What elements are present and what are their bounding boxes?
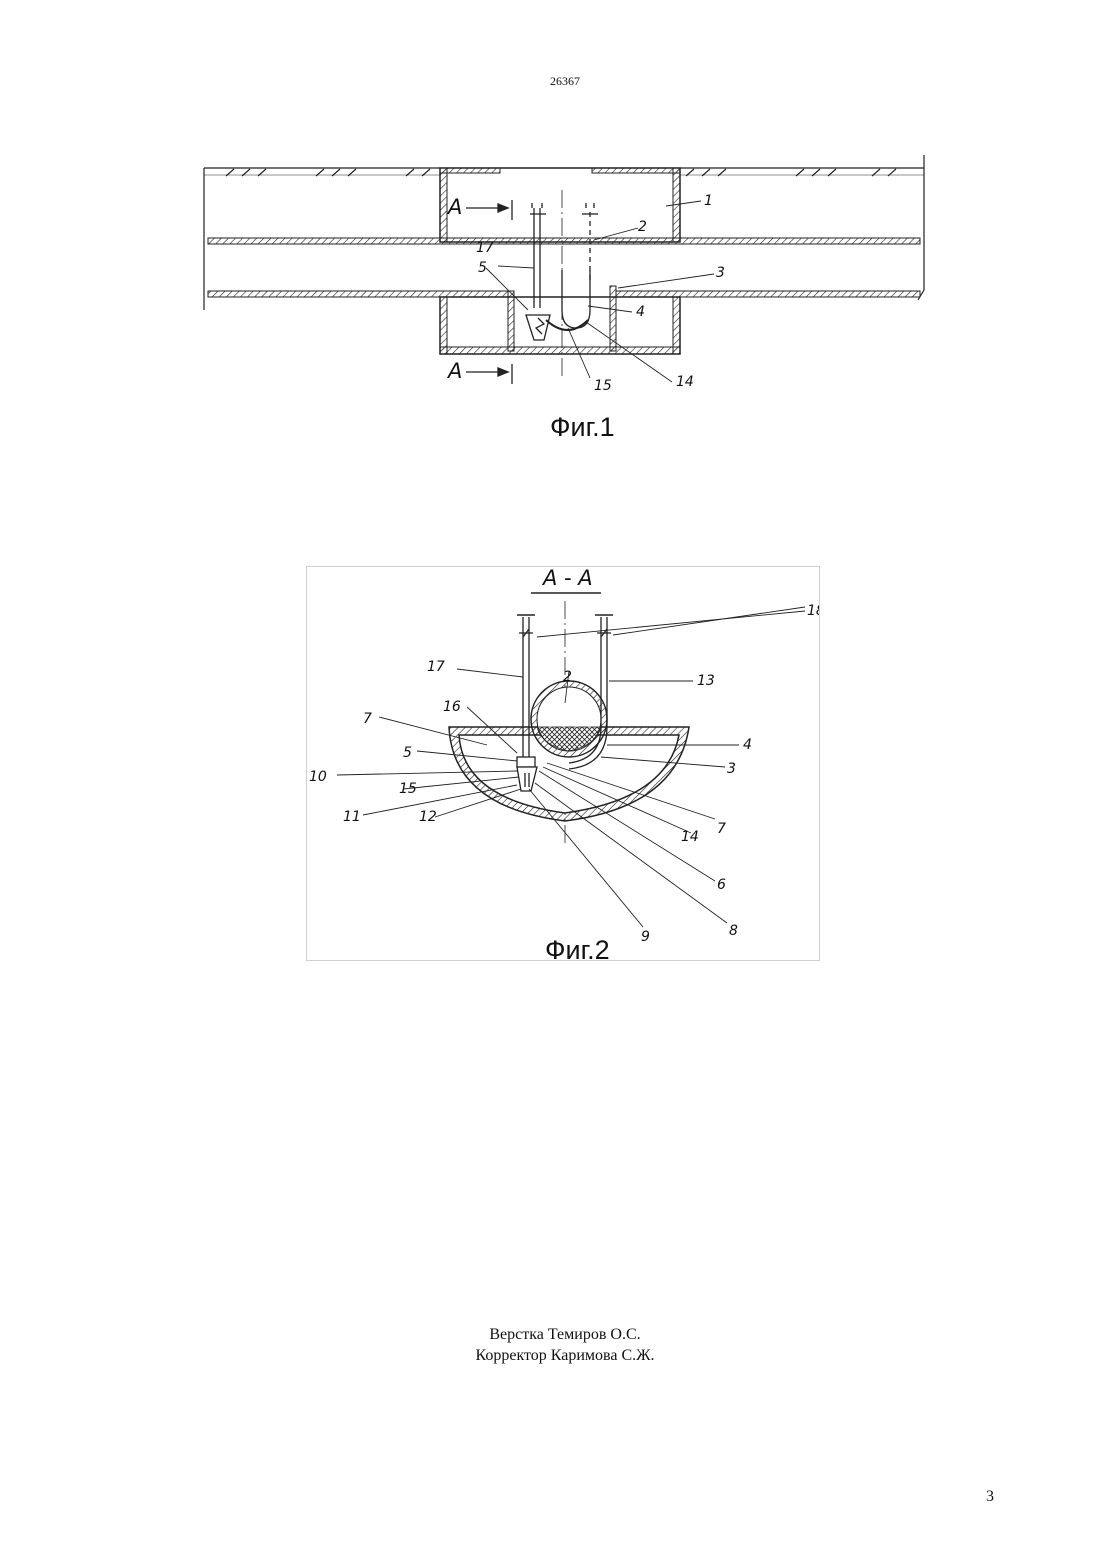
proofreader-credit: Корректор Каримова С.Ж. [0,1345,1100,1366]
label-5-sec: 5 [403,745,412,761]
section-marker-top: A [446,195,462,219]
section-title: A - A [541,567,593,590]
label-4: 4 [636,304,645,320]
credits-block: Верстка Темиров О.С. Корректор Каримова … [0,1324,1100,1366]
label-6: 6 [717,877,726,893]
label-2-sec: 2 [563,669,572,685]
label-14: 14 [676,374,694,390]
layout-credit: Верстка Темиров О.С. [0,1324,1100,1345]
label-3-sec: 3 [727,761,736,777]
label-3: 3 [716,265,725,281]
label-9: 9 [641,929,650,945]
section-marker-bottom: A [446,359,462,383]
label-17: 17 [476,240,494,256]
figure-2-frame: A - A [306,566,820,961]
label-7-right: 7 [717,821,726,837]
main-pipe [208,238,920,297]
label-14-sec: 14 [681,829,699,845]
figure-2-drawing: A - A [307,567,819,960]
document-number: 26367 [0,74,1100,89]
pipe-2 [531,681,607,757]
figure-1-drawing: A A 1 2 3 4 5 14 15 17 Фиг.1 [196,150,936,450]
label-16: 16 [443,699,461,715]
label-15: 15 [594,378,612,394]
label-5: 5 [478,260,487,276]
label-15-sec: 15 [399,781,417,797]
ground-surface [204,155,924,310]
label-13: 13 [697,673,715,689]
label-7-left: 7 [363,711,372,727]
label-2: 2 [638,219,647,235]
figure-2-caption: Фиг.2 [545,935,610,960]
label-4-sec: 4 [743,737,752,753]
figure-1-caption: Фиг.1 [550,412,615,442]
label-10: 10 [309,769,327,785]
label-1: 1 [704,193,713,209]
label-17-sec: 17 [427,659,445,675]
page-number: 3 [986,1488,994,1506]
label-12: 12 [419,809,437,825]
label-11: 11 [343,809,361,825]
label-8: 8 [729,923,738,939]
label-18: 18 [807,603,819,619]
